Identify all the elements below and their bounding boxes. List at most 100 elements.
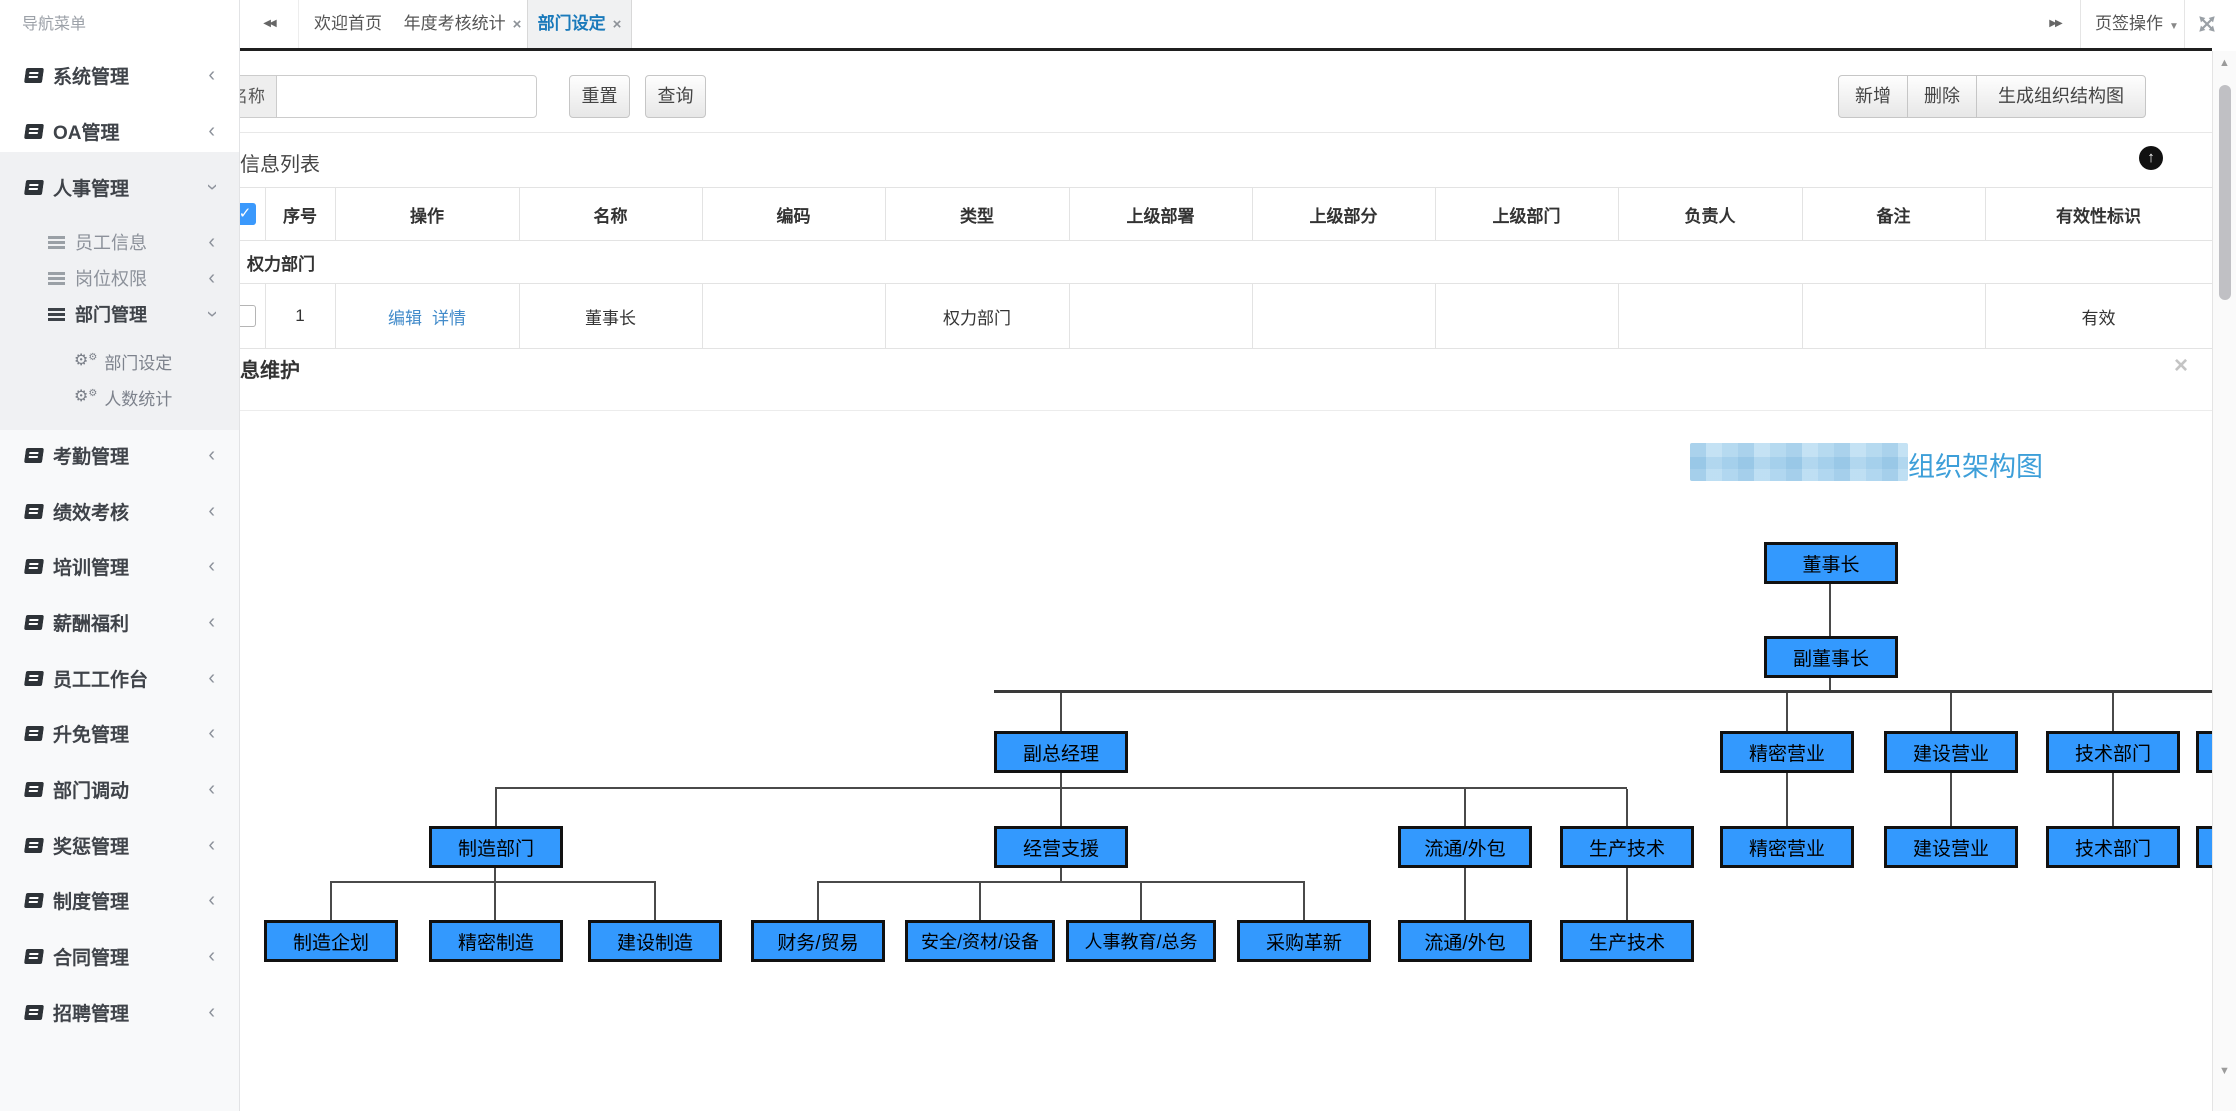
book-icon [23,123,45,139]
gears-icon: ⚙⚙ [74,352,98,369]
tab-scroll-left-icon[interactable]: ◀◀ [240,0,299,48]
tab-label: 部门设定 [537,14,606,33]
edit-link[interactable]: 编辑 [388,308,422,328]
connector-line [1626,789,1628,826]
connector-line [979,883,981,920]
sidebar-item-recruitment[interactable]: 招聘管理 ‹ [0,984,239,1040]
org-node: 采购革新 [1237,920,1371,962]
sidebar-item-oa[interactable]: OA管理 ‹ [0,103,239,159]
org-node: 制造企划 [264,920,398,962]
sidebar-item-workbench[interactable]: 员工工作台 ‹ [0,650,239,706]
sidebar-item-headcount-stats[interactable]: ⚙⚙ 人数统计 [74,388,173,409]
book-icon [23,892,45,908]
connector-line [1303,883,1305,920]
tabbar-separator [2080,0,2081,48]
chevron-left-icon: ‹ [208,611,215,633]
org-node: 安全/资材/设备 [905,920,1055,962]
column-header: 负责人 [1618,187,1803,241]
sidebar-item-department-setting[interactable]: ⚙⚙ 部门设定 [74,352,173,373]
column-header: 上级部署 [1069,187,1253,241]
column-header: 序号 [265,187,336,241]
group-row: 权力部门 [230,240,2212,284]
org-node [2196,731,2212,773]
tab-ops-label: 页签操作 [2095,14,2163,33]
tab-annual-assessment[interactable]: 年度考核统计 × [398,0,527,48]
tab-label: 年度考核统计 [403,14,506,33]
org-node: 制造部门 [429,826,563,868]
sidebar-item-reward-punish[interactable]: 奖惩管理 ‹ [0,817,239,873]
tab-close-icon[interactable]: × [612,16,622,33]
sidebar-item-contract[interactable]: 合同管理 ‹ [0,928,239,984]
query-button[interactable]: 查询 [645,75,706,118]
sidebar-item-post-permission[interactable]: 岗位权限 ‹ [0,258,239,298]
scroll-up-icon[interactable]: ▲ [2219,57,2230,69]
connector-line [817,883,819,920]
cell-seq: 1 [265,283,336,349]
scrollbar-thumb[interactable] [2219,85,2231,300]
sidebar-item-policy[interactable]: 制度管理 ‹ [0,872,239,928]
chevron-left-icon: ‹ [208,500,215,522]
chevron-left-icon: ‹ [208,778,215,800]
cell-operations: 编辑详情 [335,283,520,349]
org-node: 技术部门 [2046,826,2180,868]
book-icon [23,1004,45,1020]
chevron-left-icon: ‹ [208,667,215,689]
connector-line [330,881,656,883]
book-icon [23,948,45,964]
detail-link[interactable]: 详情 [432,308,466,328]
table-action-button-group: 新增 删除 生成组织结构图 [1838,75,2146,118]
column-header: 编码 [702,187,886,241]
org-node: 生产技术 [1560,920,1694,962]
sidebar-expanded-bg [0,152,239,430]
sidebar-item-hr[interactable]: 人事管理 ‹ [0,159,239,215]
generate-org-chart-button[interactable]: 生成组织结构图 [1976,75,2146,118]
reset-button[interactable]: 重置 [569,75,630,118]
search-input[interactable] [276,75,537,118]
sidebar-item-transfer[interactable]: 部门调动 ‹ [0,761,239,817]
connector-line [2112,693,2114,731]
chevron-left-icon: ‹ [208,120,215,142]
vertical-scrollbar[interactable]: ▲ ▼ [2212,51,2236,1111]
cell-name: 董事长 [519,283,703,349]
cell-manager [1618,283,1803,349]
chevron-left-icon: ‹ [208,267,215,289]
cell-type: 权力部门 [885,283,1070,349]
cell-parent-dept-3 [1435,283,1619,349]
sidebar-item-system[interactable]: 系统管理 ‹ [0,47,239,103]
connector-line [1786,773,1788,826]
chevron-left-icon: ‹ [208,555,215,577]
book-icon [23,725,45,741]
tab-label: 欢迎首页 [314,14,382,33]
tab-close-icon[interactable]: × [512,16,522,33]
tab-home[interactable]: 欢迎首页 [298,0,398,48]
sidebar-item-salary[interactable]: 薪酬福利 ‹ [0,594,239,650]
book-icon [23,558,45,574]
sidebar-item-promotion[interactable]: 升免管理 ‹ [0,705,239,761]
gears-icon: ⚙⚙ [74,388,98,405]
connector-line [1950,773,1952,826]
book-icon [23,67,45,83]
panel-collapse-icon[interactable]: ↑ [2139,146,2163,170]
add-button[interactable]: 新增 [1838,75,1908,118]
sidebar-item-attendance[interactable]: 考勤管理 ‹ [0,427,239,483]
tab-ops-menu[interactable]: 页签操作▼ [2095,0,2179,48]
connector-line [817,881,1305,883]
sidebar-item-department-mgmt[interactable]: 部门管理 ‹ [0,294,239,334]
close-icon[interactable]: × [2174,352,2189,379]
scroll-down-icon[interactable]: ▼ [2219,1065,2230,1077]
tab-department-setting[interactable]: 部门设定 × [527,0,632,48]
connector-line [1464,789,1466,826]
org-node: 技术部门 [2046,731,2180,773]
tab-scroll-right-icon[interactable]: ▶▶ [2049,18,2062,29]
sidebar-item-employee-info[interactable]: 员工信息 ‹ [0,222,239,262]
sidebar-item-performance[interactable]: 绩效考核 ‹ [0,483,239,539]
fullscreen-icon[interactable] [2196,13,2218,35]
toolbar-divider [0,132,2212,133]
connector-line [330,883,332,920]
department-table: ✓ 序号 操作 名称 编码 类型 上级部署 上级部分 上级部门 负责人 备注 有… [230,187,2213,349]
chevron-down-icon: ‹ [200,183,223,191]
chevron-left-icon: ‹ [208,722,215,744]
sidebar-item-training[interactable]: 培训管理 ‹ [0,538,239,594]
delete-button[interactable]: 删除 [1907,75,1977,118]
chevron-left-icon: ‹ [208,1001,215,1023]
